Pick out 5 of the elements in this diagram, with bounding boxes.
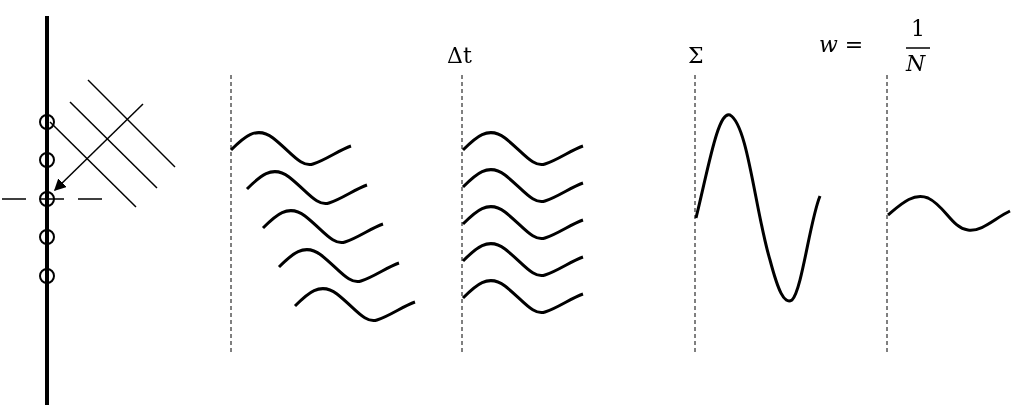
weight-label: w = <box>819 34 864 56</box>
delay-label: Δt <box>447 45 472 67</box>
fraction-denominator: N <box>906 53 926 75</box>
fraction-numerator: 1 <box>911 18 925 40</box>
sum-symbol: Σ <box>688 45 704 67</box>
